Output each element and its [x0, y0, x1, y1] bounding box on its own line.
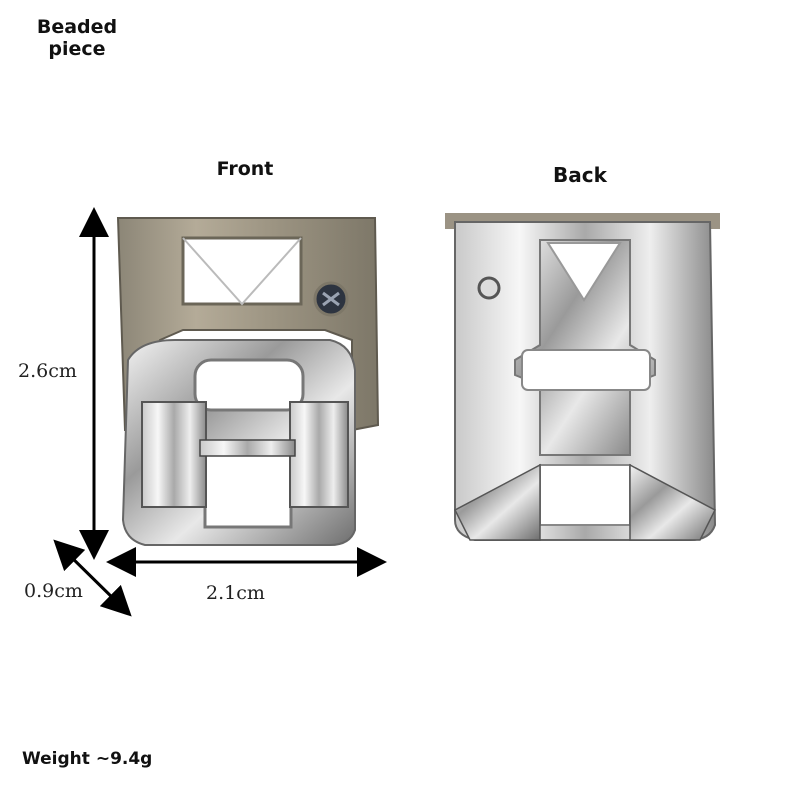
height-label: 2.6cm	[18, 360, 77, 382]
back-view	[445, 213, 720, 541]
depth-label: 0.9cm	[24, 580, 83, 602]
width-label: 2.1cm	[206, 582, 265, 604]
front-view	[116, 217, 380, 546]
product-title: Beaded piece	[36, 16, 118, 60]
weight-label: Weight ~9.4g	[22, 749, 153, 769]
rivet-icon	[477, 276, 501, 300]
back-view-label: Back	[553, 163, 607, 187]
depth-arrow	[53, 539, 132, 617]
front-view-label: Front	[216, 158, 274, 180]
